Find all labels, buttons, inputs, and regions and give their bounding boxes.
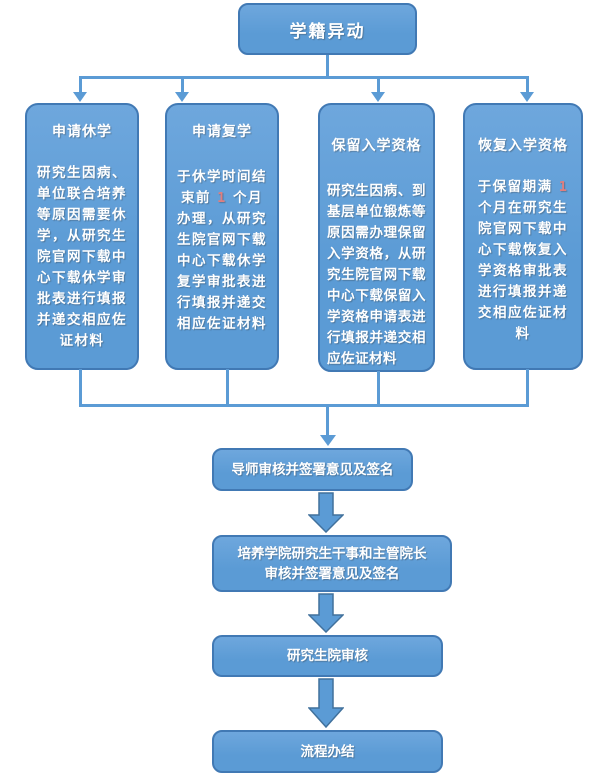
- node-college-review-line2: 审核并签署意见及签名: [264, 565, 400, 582]
- node-retain-qualification-body: 研究生因病、到基层单位锻炼等原因需办理保留入学资格，从研究生院官网下载中心下载保…: [327, 183, 426, 367]
- node-process-complete: 流程办结: [212, 730, 443, 773]
- arrowhead-icon: [320, 435, 336, 446]
- connector-bottom-rail: [79, 404, 529, 407]
- connector-rise-4: [526, 369, 529, 407]
- arrowhead-icon: [73, 92, 87, 102]
- block-arrow-down-icon: [308, 678, 344, 728]
- arrowhead-icon: [371, 92, 385, 102]
- highlight-number: 1: [217, 190, 227, 206]
- connector-drop-2: [181, 78, 184, 93]
- body-text: 于休学时间结束前: [177, 169, 267, 206]
- body-text: 于保留期满: [477, 179, 559, 195]
- node-supervisor-review-label: 导师审核并签署意见及签名: [231, 461, 394, 478]
- node-title: 学籍异动: [238, 3, 417, 55]
- connector-top-rail: [79, 76, 529, 79]
- node-retain-qualification-title: 保留入学资格: [331, 138, 422, 154]
- connector-rise-2: [226, 369, 229, 407]
- connector-center-drop: [326, 406, 329, 436]
- node-graduate-school-review: 研究生院审核: [212, 635, 443, 677]
- block-arrow-down-icon: [308, 593, 344, 633]
- connector-drop-3: [377, 78, 380, 93]
- connector-drop-4: [526, 78, 529, 93]
- node-college-review: 培养学院研究生干事和主管院长 审核并签署意见及签名: [212, 535, 452, 592]
- arrowhead-icon: [175, 92, 189, 102]
- node-college-review-line1: 培养学院研究生干事和主管院长: [237, 545, 427, 562]
- node-apply-leave-body: 研究生因病、单位联合培养等原因需要休学，从研究生院官网下载中心下载休学审批表进行…: [37, 165, 127, 349]
- node-title-label: 学籍异动: [289, 21, 366, 42]
- highlight-number: 1: [558, 179, 569, 195]
- node-apply-resume: 申请复学 于休学时间结束前 1 个月办理，从研究生院官网下载中心下载休学复学审批…: [165, 103, 279, 370]
- node-restore-qualification: 恢复入学资格 于保留期满 1 个月在研究生院官网下载中心下载恢复入学资格审批表进…: [463, 103, 583, 370]
- node-apply-resume-body: 于休学时间结束前 1 个月办理，从研究生院官网下载中心下载休学复学审批表进行填报…: [167, 167, 277, 335]
- node-apply-leave: 申请休学 研究生因病、单位联合培养等原因需要休学，从研究生院官网下载中心下载休学…: [25, 103, 139, 370]
- node-supervisor-review: 导师审核并签署意见及签名: [212, 448, 413, 491]
- node-apply-resume-title: 申请复学: [192, 124, 252, 140]
- node-apply-leave-title: 申请休学: [52, 124, 112, 140]
- connector-title-drop: [326, 55, 329, 78]
- block-arrow-down-icon: [308, 492, 344, 533]
- node-retain-qualification: 保留入学资格 研究生因病、到基层单位锻炼等原因需办理保留入学资格，从研究生院官网…: [318, 103, 435, 372]
- connector-rise-1: [79, 369, 82, 407]
- node-restore-qualification-title: 恢复入学资格: [478, 138, 568, 154]
- node-graduate-school-review-label: 研究生院审核: [287, 648, 368, 664]
- body-text: 个月办理，从研究生院官网下载中心下载休学复学审批表进行填报并递交相应佐证材料: [177, 190, 267, 332]
- body-text: 个月在研究生院官网下载中心下载恢复入学资格审批表进行填报并递交相应佐证材料: [478, 200, 568, 342]
- node-restore-qualification-body: 于保留期满 1 个月在研究生院官网下载中心下载恢复入学资格审批表进行填报并递交相…: [465, 177, 581, 345]
- node-process-complete-label: 流程办结: [300, 743, 355, 760]
- connector-rise-3: [377, 371, 380, 407]
- connector-drop-1: [79, 78, 82, 93]
- arrowhead-icon: [520, 92, 534, 102]
